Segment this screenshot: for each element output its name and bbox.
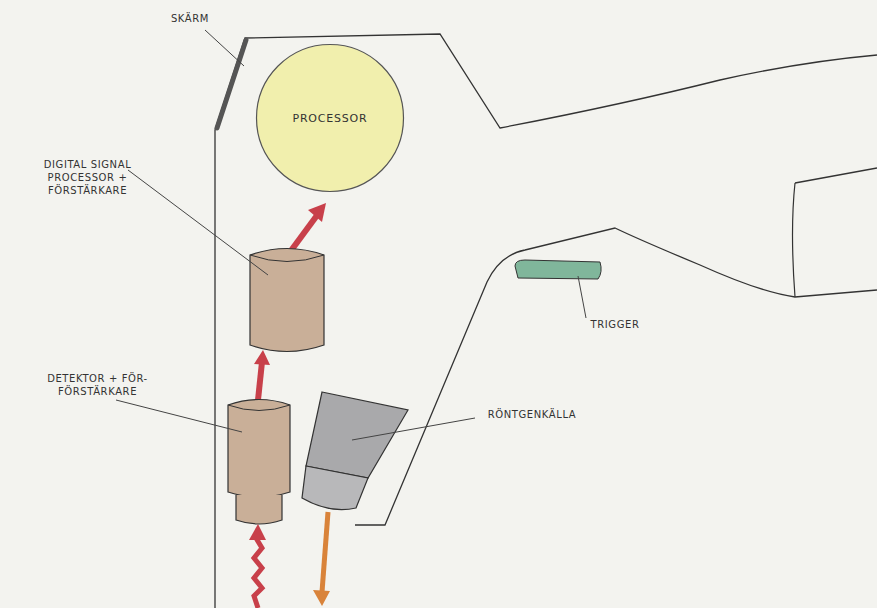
- signal-arrow: [290, 214, 318, 252]
- dsp-cylinder: [250, 249, 324, 352]
- signal-arrowhead: [254, 350, 270, 365]
- part-label: DIGITAL SIGNAL PROCESSOR + FÖRSTÄRKARE: [35, 158, 140, 197]
- xray-beam: [322, 512, 328, 592]
- processor-circle: PROCESSOR: [255, 43, 405, 193]
- gun-outline-handle: [355, 228, 877, 525]
- gun-outline-grip: [793, 183, 796, 297]
- leader-line: [116, 400, 242, 432]
- dsp-cylinder-rim: [250, 255, 324, 262]
- screen-panel: [217, 40, 246, 128]
- gun-outline-barrel: [795, 168, 877, 183]
- detector-cylinder: [228, 400, 290, 498]
- detector-cylinder-rim: [228, 405, 290, 411]
- trigger-button: [515, 260, 601, 279]
- xray-beam-head: [313, 590, 330, 606]
- fluorescence-arrow: [254, 538, 262, 608]
- part-label: TRIGGER: [575, 318, 655, 331]
- leader-line: [352, 418, 475, 440]
- detector-window: [236, 495, 282, 524]
- part-label: DETEKTOR + FÖR-FÖRSTÄRKARE: [40, 372, 155, 398]
- fluorescence-arrowhead: [249, 524, 266, 540]
- node-text: PROCESSOR: [292, 112, 367, 125]
- gun-outline-front: [214, 130, 215, 608]
- part-label: SKÄRM: [160, 12, 220, 25]
- circle-shape: [257, 45, 404, 192]
- xray-nozzle: [302, 466, 368, 510]
- part-label: RÖNTGENKÄLLA: [477, 408, 587, 421]
- signal-arrowhead: [308, 203, 326, 222]
- leader-line: [578, 276, 586, 318]
- leader-line: [205, 30, 244, 66]
- signal-arrow: [258, 362, 262, 400]
- leader-line: [128, 170, 268, 275]
- xray-tube: [306, 392, 408, 478]
